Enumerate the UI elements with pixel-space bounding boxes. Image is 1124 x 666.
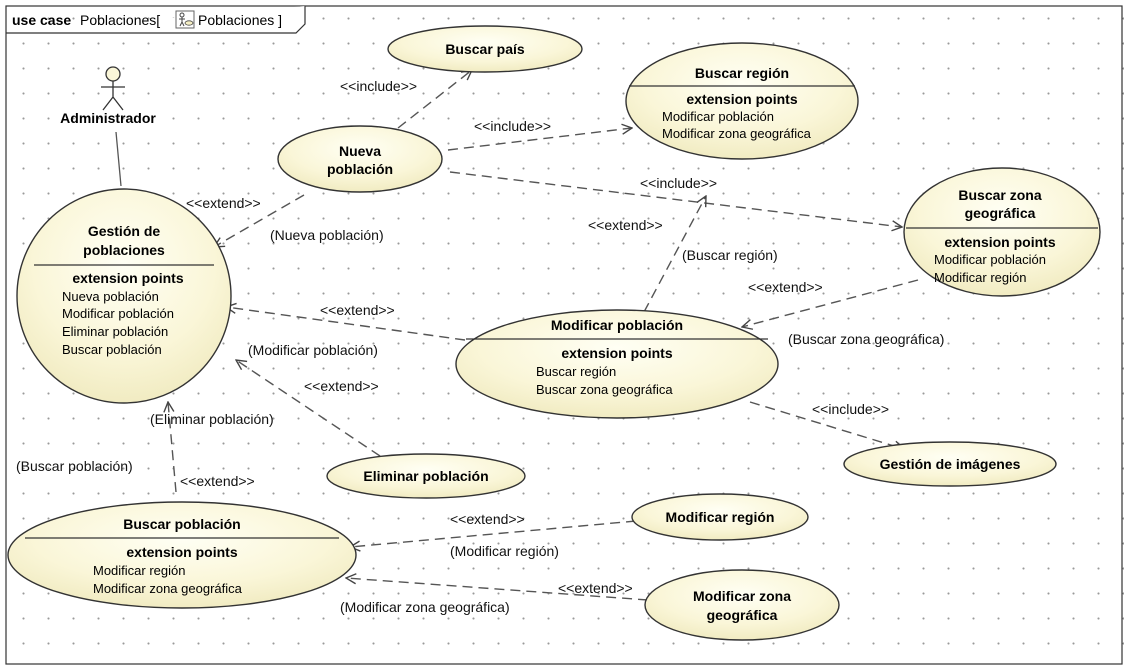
extend-modificar-buscar-region <box>643 196 706 313</box>
extend-label: <<extend>> <box>450 511 525 527</box>
use-case-nueva-poblacion[interactable]: Nueva población <box>277 125 443 193</box>
include-nueva-buscar-zona <box>449 171 902 227</box>
use-case-title: geográfica <box>707 607 778 623</box>
condition-buscar-poblacion: (Buscar población) <box>16 458 133 474</box>
use-case-title: Gestión de imágenes <box>880 456 1021 472</box>
use-case-buscar-pais[interactable]: Buscar país <box>387 25 583 73</box>
use-case-gestion-imagenes[interactable]: Gestión de imágenes <box>843 441 1057 487</box>
extend-label: <<extend>> <box>186 195 261 211</box>
condition-eliminar-poblacion: (Eliminar población) <box>150 411 274 427</box>
use-case-diagram-icon <box>175 10 195 29</box>
extension-point: Modificar zona geográfica <box>93 581 243 596</box>
extension-points-header: extension points <box>72 270 183 286</box>
extension-point: Eliminar población <box>62 324 168 339</box>
extend-label: <<extend>> <box>588 217 663 233</box>
extension-points-header: extension points <box>944 234 1055 250</box>
use-case-title: Buscar zona <box>958 187 1041 203</box>
frame-keyword: use case <box>12 12 71 28</box>
include-label: <<include>> <box>340 78 417 94</box>
extend-zona-modificar <box>742 279 919 327</box>
use-case-title: población <box>327 161 393 177</box>
use-case-title: Buscar región <box>695 65 789 81</box>
extension-point: Nueva población <box>62 289 159 304</box>
diagram-frame: use case Poblaciones[ Poblaciones ] <box>5 5 1123 665</box>
condition-modificar-zona: (Modificar zona geográfica) <box>340 599 510 615</box>
use-case-buscar-zona-geografica[interactable]: Buscar zona geográfica extension points … <box>903 167 1101 297</box>
extension-point: Buscar población <box>62 342 162 357</box>
extension-point: Modificar región <box>934 270 1027 285</box>
use-case-title: Buscar país <box>445 41 525 57</box>
condition-nueva-poblacion: (Nueva población) <box>270 227 384 243</box>
extend-label: <<extend>> <box>304 378 379 394</box>
use-case-buscar-region[interactable]: Buscar región extension points Modificar… <box>625 42 859 160</box>
condition-buscar-zona: (Buscar zona geográfica) <box>788 331 944 347</box>
use-case-title: Buscar población <box>123 516 240 532</box>
extension-points-header: extension points <box>686 91 797 107</box>
relationships <box>115 70 919 601</box>
use-case-title: geográfica <box>965 205 1036 221</box>
use-case-buscar-poblacion[interactable]: Buscar población extension points Modifi… <box>7 501 357 609</box>
use-case-title: Modificar zona <box>693 588 791 604</box>
condition-modificar-region: (Modificar región) <box>450 543 559 559</box>
include-modificar-imagenes <box>749 401 904 449</box>
use-case-gestion-poblaciones[interactable]: Gestión de poblaciones extension points … <box>16 188 232 404</box>
extension-point: Buscar región <box>536 364 616 379</box>
extension-point: Modificar zona geográfica <box>662 126 812 141</box>
extend-label: <<extend>> <box>320 302 395 318</box>
include-label: <<include>> <box>474 118 551 134</box>
condition-modificar-poblacion: (Modificar población) <box>248 342 378 358</box>
use-case-modificar-poblacion[interactable]: Modificar población extension points Bus… <box>455 309 779 419</box>
condition-buscar-region: (Buscar región) <box>682 247 778 263</box>
use-case-modificar-zona-geografica[interactable]: Modificar zona geográfica <box>644 569 840 641</box>
extend-nueva-gestion <box>214 194 305 247</box>
use-case-modificar-region[interactable]: Modificar región <box>631 493 809 541</box>
extension-point: Modificar región <box>93 563 186 578</box>
use-case-eliminar-poblacion[interactable]: Eliminar población <box>326 453 526 499</box>
extension-point: Modificar población <box>662 109 774 124</box>
extension-points-header: extension points <box>126 544 237 560</box>
extension-point: Modificar población <box>934 252 1046 267</box>
use-case-title: Nueva <box>339 143 381 159</box>
include-label: <<include>> <box>812 401 889 417</box>
frame-tag: Poblaciones ] <box>198 12 282 28</box>
extend-label: <<extend>> <box>180 473 255 489</box>
association-line <box>115 131 122 187</box>
extend-zona-buscar <box>346 578 649 601</box>
condition-labels: (Nueva población) (Buscar región) (Busca… <box>16 227 944 615</box>
extend-label: <<extend>> <box>558 580 633 596</box>
use-case-title: Gestión de <box>88 223 161 239</box>
actor-administrador[interactable]: Administrador <box>60 66 156 126</box>
use-case-title: Modificar población <box>551 317 683 333</box>
use-case-title: Modificar región <box>666 509 775 525</box>
relation-labels: <<include>> <<include>> <<include>> <<ex… <box>180 78 889 596</box>
extension-point: Buscar zona geográfica <box>536 382 673 397</box>
actor-name: Administrador <box>60 110 156 126</box>
extend-label: <<extend>> <box>748 279 823 295</box>
extend-eliminar-gestion <box>236 360 381 457</box>
use-case-title: poblaciones <box>83 242 165 258</box>
include-label: <<include>> <box>640 175 717 191</box>
actor-stick-figure-icon <box>101 66 125 111</box>
frame-name: Poblaciones[ <box>80 12 160 28</box>
extension-point: Modificar población <box>62 306 174 321</box>
extension-points-header: extension points <box>561 345 672 361</box>
use-case-title: Eliminar población <box>363 468 488 484</box>
extend-modificar-gestion <box>226 307 466 341</box>
